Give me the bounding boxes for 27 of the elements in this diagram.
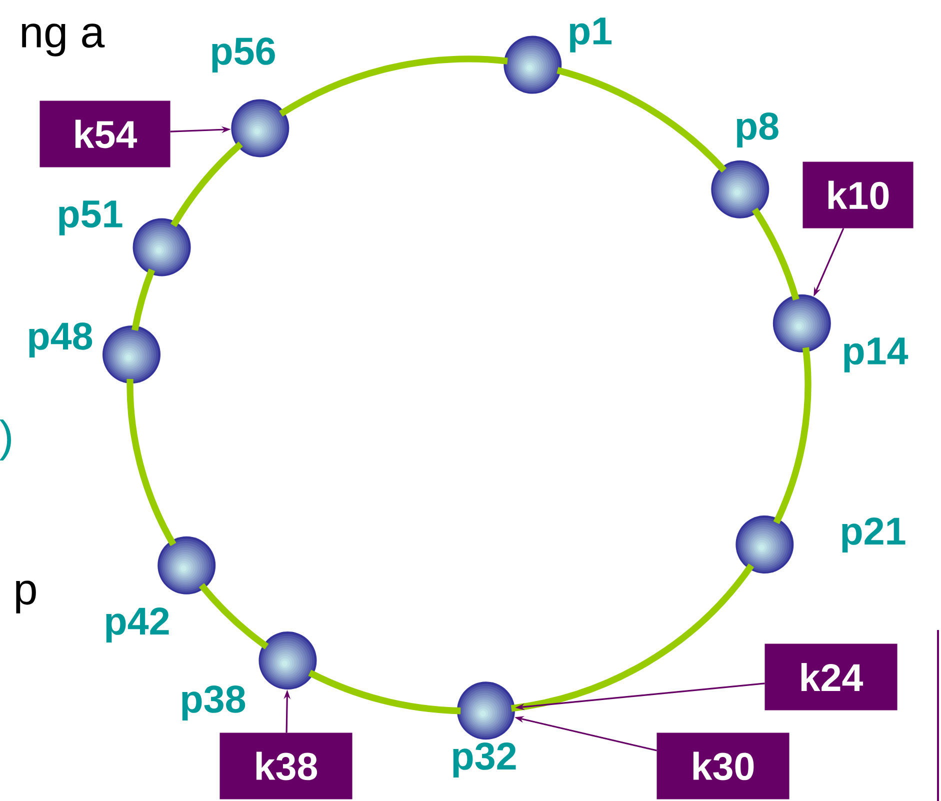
peer-label: p38 [182,686,246,721]
peer-label: p48 [29,322,92,358]
slide-text: p [16,580,36,614]
ring-line [556,67,727,173]
ring-line [132,268,155,331]
ring-line [510,563,754,712]
peer-label: p21 [842,518,906,553]
peer-label: p14 [844,338,908,372]
ring-line [198,583,269,650]
ring-line [279,56,508,117]
peer-label: p56 [212,37,275,73]
ring-line [752,208,800,300]
key-box: k10 [802,162,914,228]
key-box: k38 [220,732,352,800]
peer-label: p42 [106,608,169,643]
key-box: k30 [656,732,790,800]
peer-label: p8 [737,112,778,148]
slide-text: ng a [22,24,105,56]
peer-label: p51 [59,200,122,236]
peer-label: p32 [453,742,516,778]
ring-line [773,347,812,524]
peer-label: p1 [570,18,612,52]
ring-line [308,670,461,714]
key-box: k54 [40,100,170,168]
ring-line [126,378,176,546]
key-box: k24 [764,644,898,710]
ring-line [170,142,243,228]
